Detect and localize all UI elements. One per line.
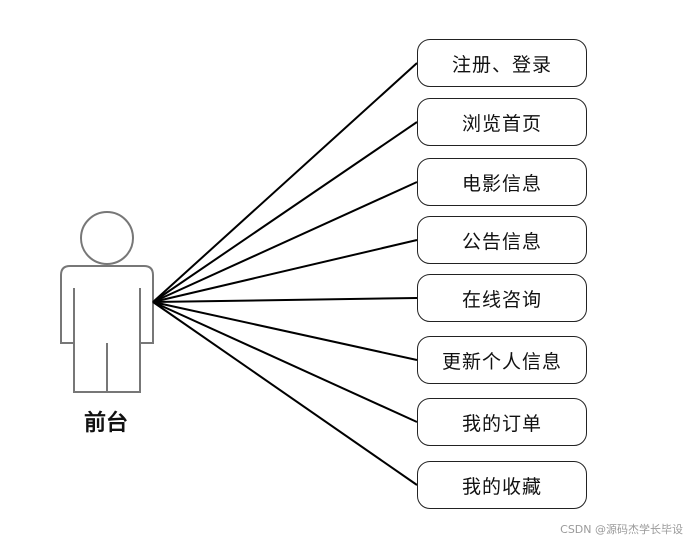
association-line-0 [152, 62, 418, 303]
usecase-online-consult: 在线咨询 [417, 274, 587, 322]
association-line-7 [152, 301, 418, 486]
association-lines [152, 62, 418, 486]
association-line-4 [152, 297, 418, 303]
actor-figure [60, 211, 154, 393]
association-line-5 [152, 301, 418, 361]
watermark: CSDN @源码杰学长毕设 [560, 523, 683, 536]
association-line-2 [152, 181, 418, 303]
actor-label: 前台 [83, 411, 128, 436]
actor-head [80, 211, 134, 265]
usecase-my-orders: 我的订单 [417, 398, 587, 446]
usecase-register-login: 注册、登录 [417, 39, 587, 87]
association-line-6 [152, 301, 418, 423]
usecase-browse-home: 浏览首页 [417, 98, 587, 146]
association-line-3 [152, 239, 418, 303]
association-line-1 [152, 121, 418, 303]
usecase-movie-info: 电影信息 [417, 158, 587, 206]
usecase-update-profile: 更新个人信息 [417, 336, 587, 384]
usecase-announcements: 公告信息 [417, 216, 587, 264]
usecase-my-favorites: 我的收藏 [417, 461, 587, 509]
actor-body [60, 265, 154, 393]
